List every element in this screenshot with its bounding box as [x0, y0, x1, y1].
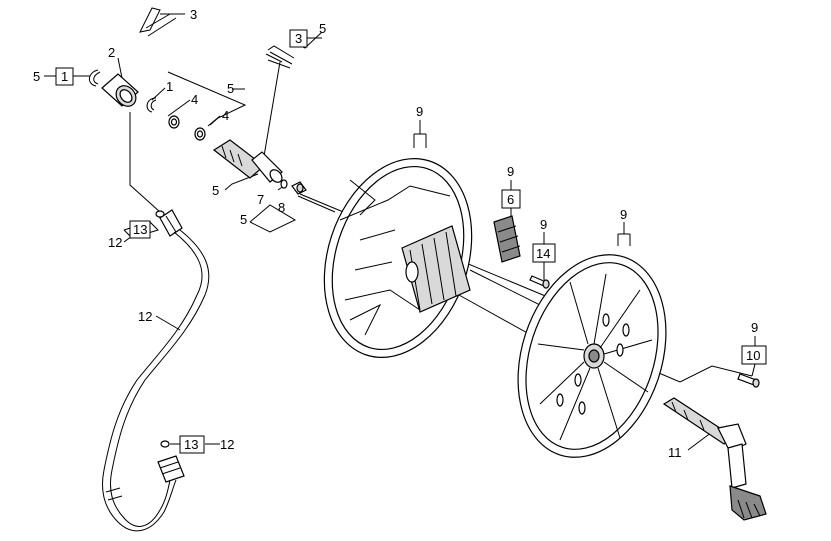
callout-5-center: 5 — [227, 81, 234, 96]
callout-9-wheel: 9 — [620, 207, 627, 222]
callout-2: 2 — [108, 45, 115, 60]
swivel-fitting — [212, 139, 283, 183]
callout-4-lower: 4 — [222, 108, 229, 123]
crank-handle-part-11 — [662, 397, 767, 521]
screw-part-10 — [737, 373, 760, 388]
guide-bracket-part-6 — [493, 215, 521, 263]
callout-5-bottom: 5 — [240, 212, 247, 227]
clip-part-3-right — [265, 45, 295, 69]
o-ring-part-4-upper — [168, 115, 180, 129]
callout-5-top-right: 5 — [319, 21, 326, 36]
callout-1-boxed: 1 — [61, 69, 68, 84]
callout-9-right: 9 — [751, 320, 758, 335]
sleeve-part-2 — [101, 73, 139, 107]
callout-14-boxed: 14 — [536, 246, 550, 261]
clip-part-3-top — [139, 7, 177, 37]
callout-5-left: 5 — [33, 69, 40, 84]
callout-5-lower: 5 — [212, 183, 219, 198]
o-ring-part-13-upper — [155, 210, 165, 218]
callout-labels: 3 2 5 1 5 3 5 1 4 4 5 7 8 5 13 12 12 13 … — [33, 7, 760, 460]
clip-part-1-left — [89, 69, 101, 87]
callout-boxes — [55, 29, 767, 454]
callout-13-boxed-upper: 13 — [133, 222, 147, 237]
o-ring-part-13-lower — [160, 440, 170, 448]
callout-13-boxed-lower: 13 — [184, 437, 198, 452]
hose-part-12 — [102, 209, 210, 532]
callout-3-boxed: 3 — [295, 31, 302, 46]
callout-10-boxed: 10 — [746, 348, 760, 363]
washer-part-7 — [280, 179, 288, 189]
clip-part-1-center — [146, 97, 157, 113]
screw-part-14 — [529, 275, 550, 289]
reel-drum-half — [323, 158, 473, 358]
callout-7: 7 — [257, 192, 264, 207]
callout-9-bracket: 9 — [507, 164, 514, 179]
nipple-part-8 — [291, 181, 307, 195]
callout-11: 11 — [668, 445, 682, 460]
callout-12-lower: 12 — [220, 437, 234, 452]
callout-12-upper: 12 — [108, 235, 122, 250]
callout-12-middle: 12 — [138, 309, 152, 324]
callout-6-boxed: 6 — [507, 192, 514, 207]
reel-wheel-half — [517, 254, 667, 458]
callout-9-screw: 9 — [540, 217, 547, 232]
callout-9-drum: 9 — [416, 104, 423, 119]
callout-8: 8 — [278, 200, 285, 215]
callout-1-center: 1 — [166, 79, 173, 94]
o-ring-part-4-lower — [194, 127, 206, 141]
callout-3-top: 3 — [190, 7, 197, 22]
callout-4-upper: 4 — [191, 92, 198, 107]
